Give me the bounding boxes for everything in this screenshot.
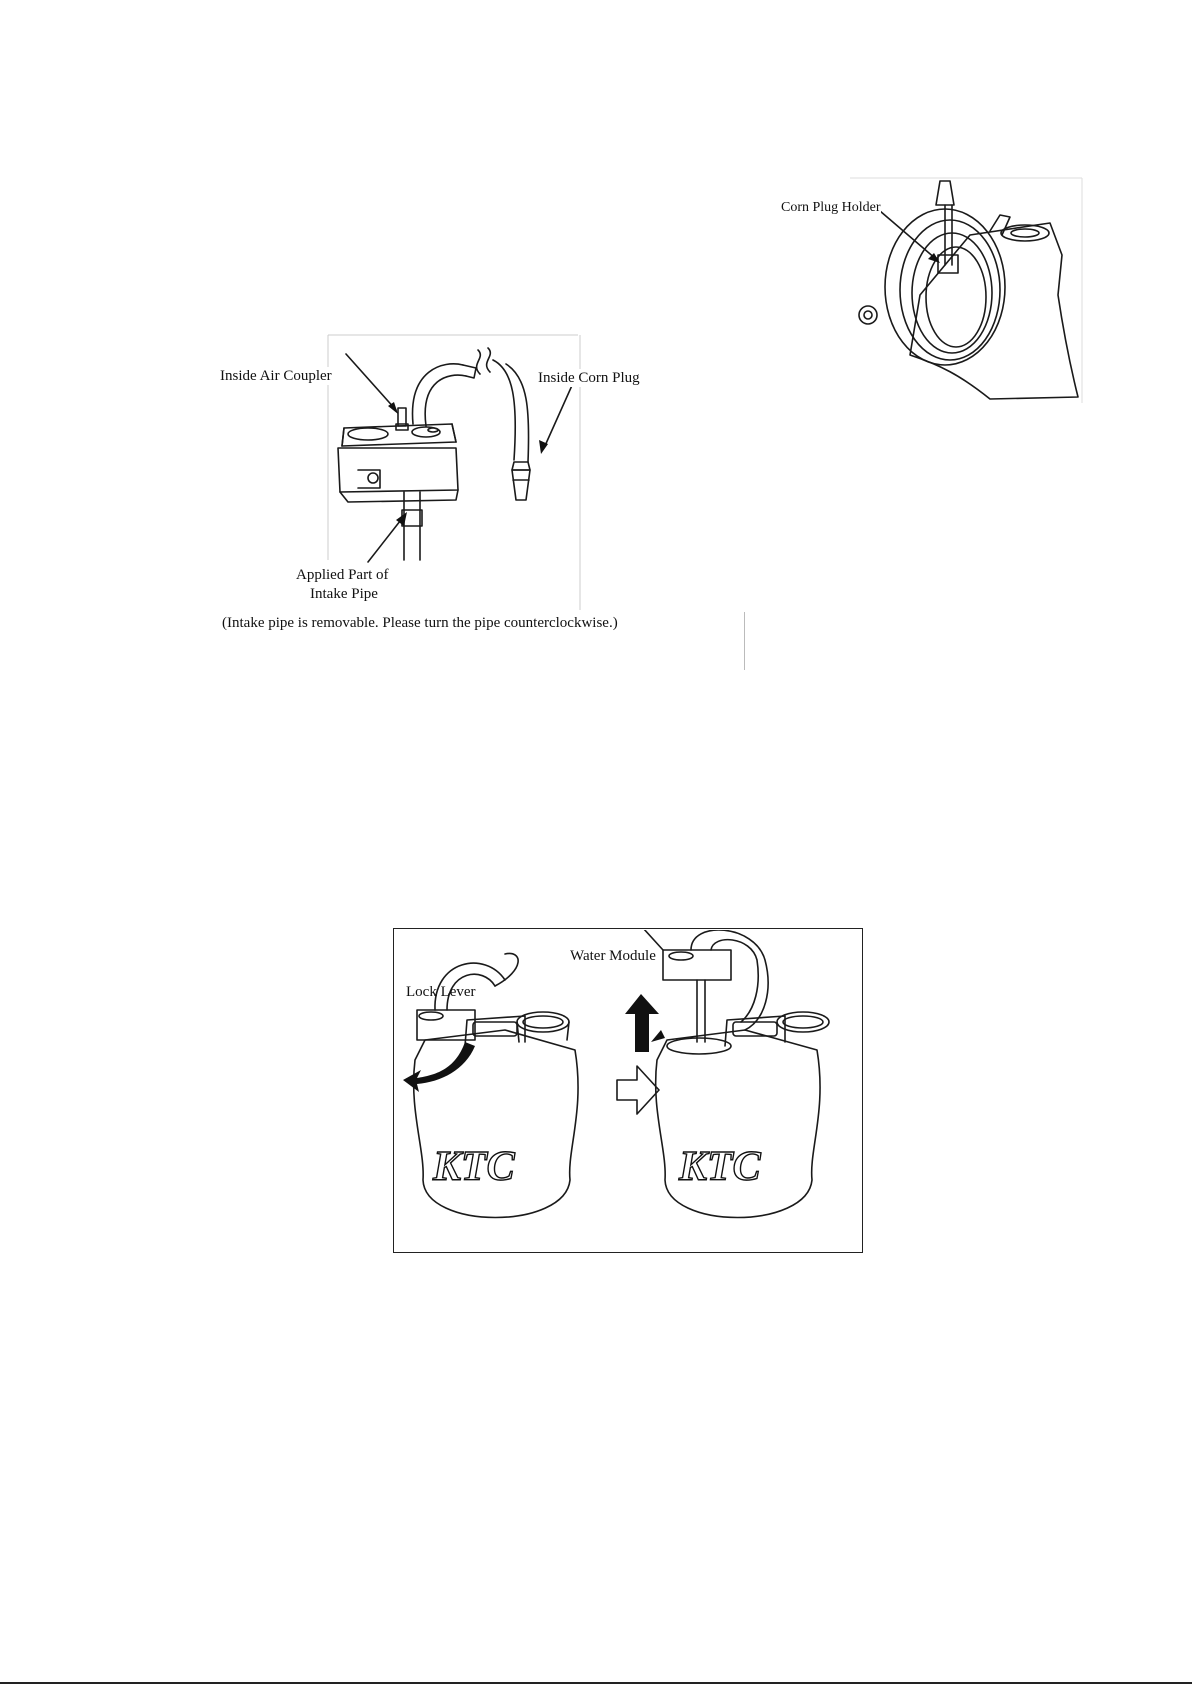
page-bottom-rule: [0, 1682, 1192, 1684]
figure-divider: [744, 612, 745, 670]
water-module-removal-figure: KTC KTC: [395, 930, 861, 1251]
corn-plug-holder-label: Corn Plug Holder: [781, 199, 881, 217]
water-module-removal-drawing: KTC KTC: [395, 930, 861, 1251]
corn-plug-holder-figure: [850, 175, 1085, 407]
inside-air-coupler-label: Inside Air Coupler: [220, 367, 332, 385]
intake-pipe-caption: (Intake pipe is removable. Please turn t…: [222, 615, 618, 632]
lock-lever-label: Lock Lever: [406, 983, 476, 1001]
inside-corn-plug-label: Inside Corn Plug: [538, 369, 640, 387]
water-module-label: Water Module: [570, 947, 656, 965]
ktc-logo-left: KTC: [432, 1144, 516, 1190]
ktc-logo-right: KTC: [678, 1144, 762, 1190]
applied-part-label-line1: Applied Part of: [296, 566, 388, 584]
applied-part-label-line2: Intake Pipe: [310, 585, 378, 603]
corn-plug-holder-drawing: [850, 175, 1085, 407]
